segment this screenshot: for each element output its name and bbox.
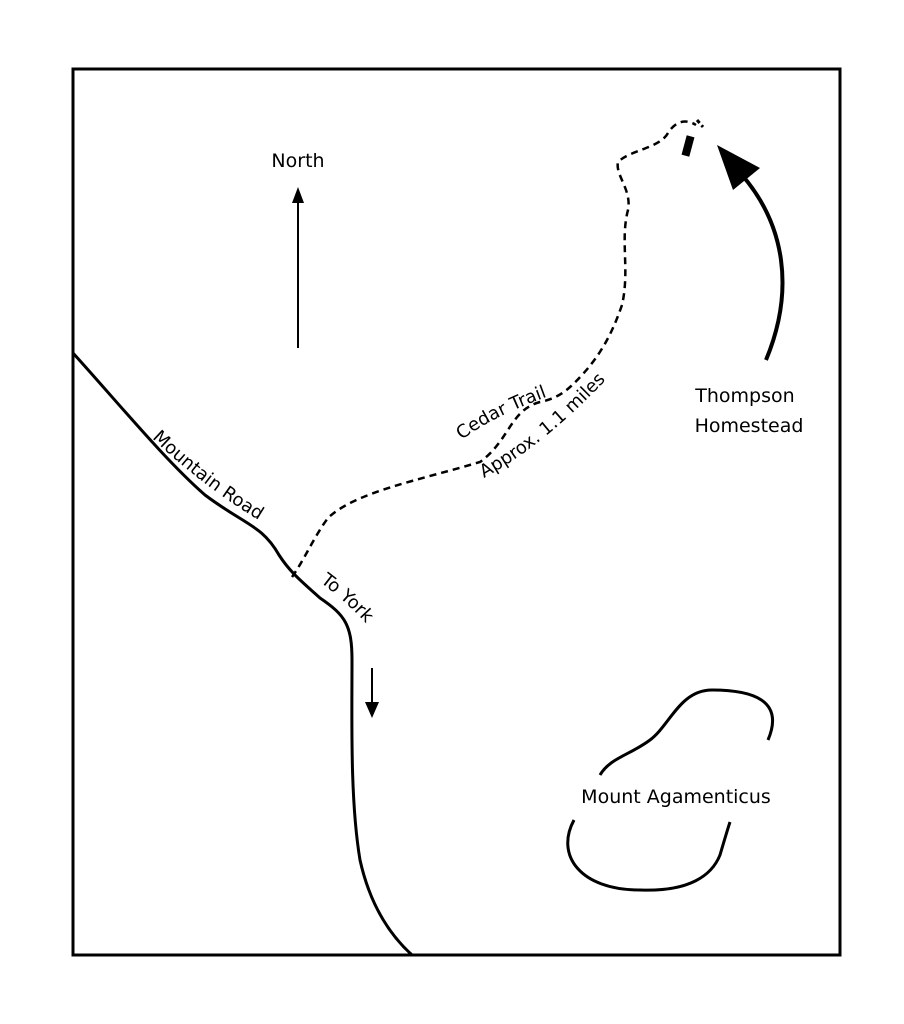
- mountain-road: [71, 351, 414, 957]
- cedar-trail: [290, 120, 697, 578]
- north-arrow: [292, 187, 304, 348]
- mountain-road-label: Mountain Road: [148, 426, 267, 524]
- homestead-label-line1: Thompson: [694, 385, 794, 407]
- to-york-label: To York: [316, 569, 378, 628]
- map-border: [71, 67, 842, 957]
- mount-agamenticus-outline: [598, 688, 775, 776]
- to-york-arrow: [365, 668, 379, 718]
- homestead-marker: [681, 119, 705, 157]
- mount-agamenticus-label: Mount Agamenticus: [581, 786, 771, 808]
- north-label: North: [271, 150, 324, 172]
- homestead-label-line2: Homestead: [695, 415, 804, 437]
- homestead-pointer-arrow: [717, 145, 785, 361]
- mount-agamenticus-outline-lower: [566, 819, 732, 892]
